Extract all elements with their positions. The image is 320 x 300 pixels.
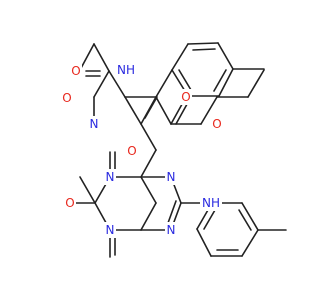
- atom-o-xanthine-top: O: [126, 143, 138, 159]
- atom-nh-amino: NH: [200, 195, 222, 211]
- atom-o-ester-ether: O: [211, 116, 223, 132]
- atom-o-xanthine-left: O: [64, 195, 76, 211]
- atom-nh-top-label: NH: [117, 63, 135, 77]
- atom-labels: O NH O N O O O N: [61, 62, 223, 238]
- atom-n-imidazole-9-label: N: [167, 223, 176, 237]
- atom-n-imidazole-7-label: N: [167, 170, 176, 184]
- atom-o-urea-label: O: [62, 91, 71, 105]
- atom-o-ester-ether-label: O: [212, 117, 221, 131]
- atom-n-ring1-label: N: [90, 117, 99, 131]
- atom-nh-amino-label: NH: [202, 196, 220, 210]
- atom-o-ester-carbonyl: O: [180, 89, 192, 105]
- atom-n-imidazole-7: N: [165, 169, 177, 185]
- atom-n-ring1: N: [88, 116, 100, 132]
- atom-o-xanthine-top-label: O: [127, 144, 136, 158]
- atom-n-xanthine-1: N: [104, 169, 116, 185]
- atom-n-xanthine-3: N: [104, 222, 116, 238]
- atom-n-xanthine-3-label: N: [106, 223, 115, 237]
- atom-o-xanthine-left-label: O: [65, 196, 74, 210]
- molecule-structure: O NH O N O O O N: [61, 42, 287, 258]
- atom-o-urea: O: [61, 90, 73, 106]
- atom-nh-top: NH: [116, 62, 136, 78]
- atom-o-keto: O: [70, 63, 82, 79]
- atom-n-xanthine-1-label: N: [106, 170, 115, 184]
- atom-n-imidazole-9: N: [165, 222, 177, 238]
- atom-o-keto-label: O: [71, 64, 80, 78]
- atom-o-ester-carbonyl-label: O: [181, 90, 190, 104]
